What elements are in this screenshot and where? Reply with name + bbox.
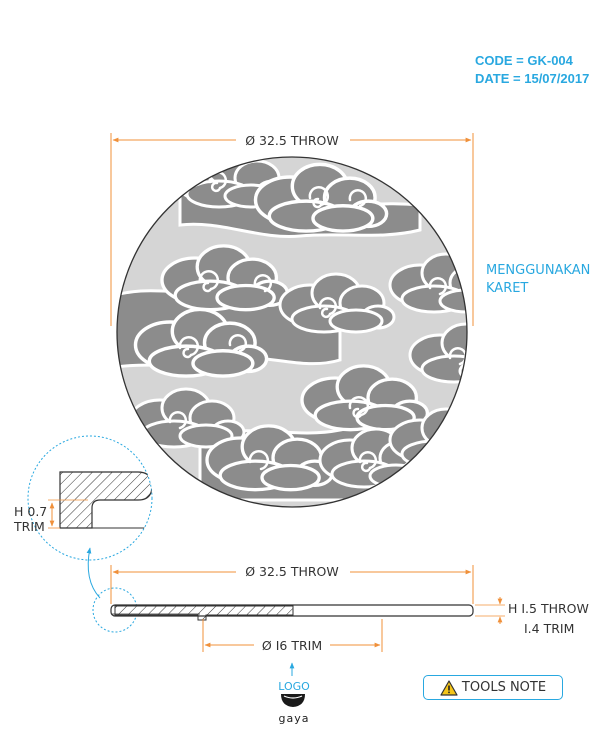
side-height-label-line1: H I.5 THROW: [508, 601, 589, 616]
logo-marker: LOGO gaya: [278, 662, 310, 725]
disc-top-view: [116, 156, 468, 508]
side-height-label-line2: I.4 TRIM: [524, 621, 574, 636]
material-note-line1: MENGGUNAKAN: [486, 263, 590, 278]
warning-triangle-icon: [440, 679, 458, 696]
tools-note-label: TOOLS NOTE: [461, 680, 547, 695]
edge-detail-view: H 0.7 TRIM: [13, 435, 153, 561]
top-diameter-label: Ø 32.5 THROW: [245, 133, 339, 148]
date-text: DATE = 15/07/2017: [475, 71, 589, 86]
trim-diameter-label: Ø I6 TRIM: [262, 638, 322, 653]
detail-height-label-line2: TRIM: [13, 519, 45, 534]
side-diameter-label: Ø 32.5 THROW: [245, 564, 339, 579]
material-note-line2: KARET: [486, 281, 528, 296]
detail-leader-arrow: [86, 547, 101, 599]
tools-note-button[interactable]: TOOLS NOTE: [423, 675, 563, 700]
detail-height-label-line1: H 0.7: [14, 504, 47, 519]
side-view: Ø 32.5 THROW H I.5 THROW I.4 TRIM Ø I6 T…: [110, 564, 589, 653]
code-text: CODE = GK-004: [475, 53, 574, 68]
logo-caption: LOGO: [278, 680, 310, 693]
top-diameter-dimension: Ø 32.5 THROW: [110, 133, 474, 326]
logo-brand-text: gaya: [279, 712, 310, 725]
